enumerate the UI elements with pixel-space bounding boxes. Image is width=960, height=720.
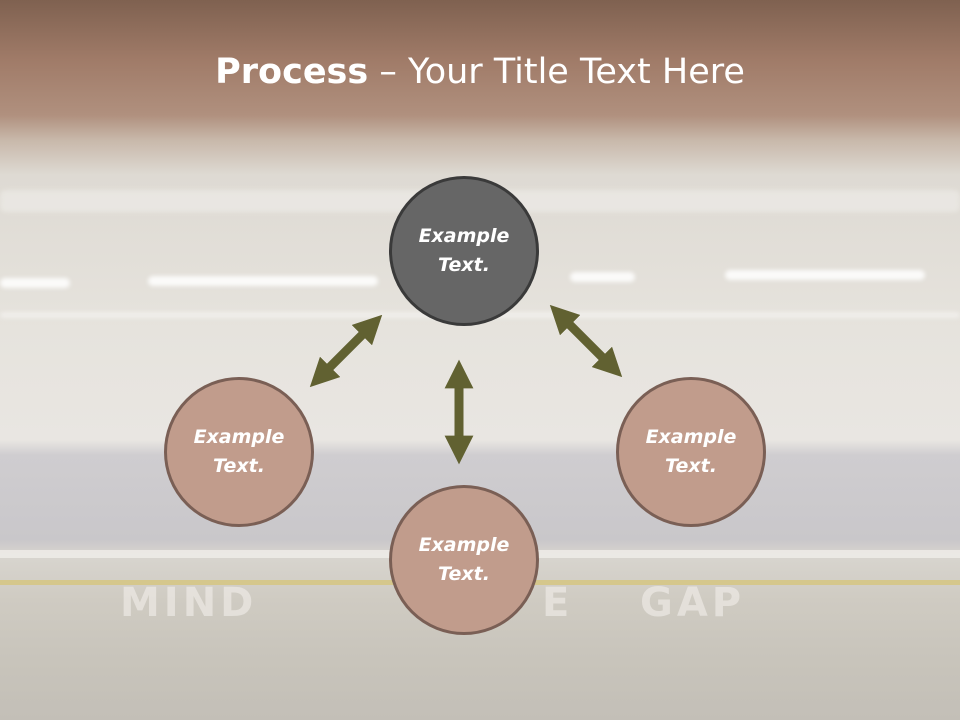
node-right-line2: Text. (665, 455, 717, 477)
light-streak (725, 270, 925, 280)
node-bottom-line2: Text. (438, 563, 490, 585)
node-right-line1: Example (645, 426, 737, 448)
node-center-line1: Example (418, 225, 510, 247)
title-dash: – (368, 52, 408, 92)
node-left-line1: Example (193, 426, 285, 448)
node-left-line2: Text. (213, 455, 265, 477)
light-streak (570, 272, 635, 282)
arrow-center-left (309, 314, 383, 388)
title-rest: Your Title Text Here (407, 52, 745, 92)
node-center-line2: Text. (438, 254, 490, 276)
node-bottom-line1: Example (418, 534, 510, 556)
floor-text-gap: GAP (640, 580, 746, 626)
floor-text-mind: MIND (120, 580, 258, 626)
light-streak (0, 278, 70, 288)
slide-title: Process – Your Title Text Here (0, 52, 960, 92)
title-bold: Process (215, 52, 369, 92)
light-streak (148, 276, 378, 286)
arrow-center-right (549, 304, 623, 378)
floor-text-e: E (542, 580, 574, 626)
